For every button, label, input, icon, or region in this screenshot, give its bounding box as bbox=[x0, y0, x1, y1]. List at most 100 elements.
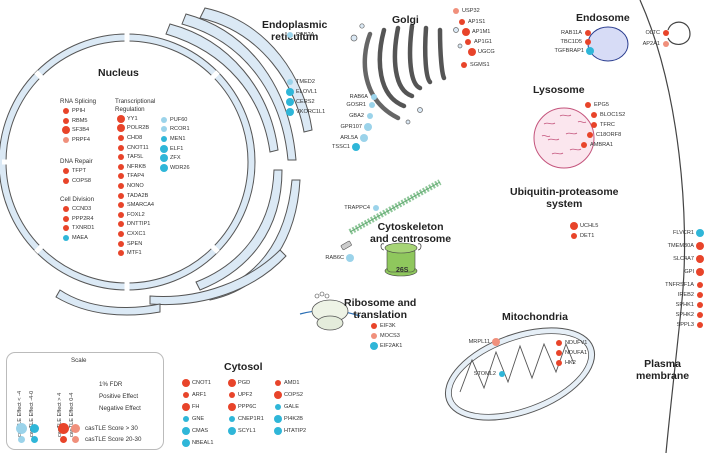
gene-dot bbox=[462, 27, 470, 36]
gene-row: FH bbox=[180, 402, 199, 412]
gene-dot bbox=[663, 29, 669, 36]
proteasome-label: 26S bbox=[396, 267, 409, 274]
gene-dot bbox=[118, 134, 124, 141]
gene-row: MOCS3 bbox=[368, 331, 400, 341]
gene-row: PPP2R4 bbox=[60, 214, 94, 224]
gene-label: CNOT11 bbox=[127, 144, 149, 151]
gene-label: CHD8 bbox=[127, 134, 143, 141]
gene-dot bbox=[697, 291, 703, 298]
title-ribosome: Ribosome and translation bbox=[344, 297, 417, 321]
gene-dot bbox=[360, 133, 368, 142]
gene-row: SLC4A7 bbox=[673, 254, 706, 264]
gene-row: CCND3 bbox=[60, 205, 94, 215]
gene-dot bbox=[352, 142, 360, 151]
gene-label: SCYL1 bbox=[238, 427, 256, 434]
gene-row: TNFRSF1A bbox=[665, 280, 706, 290]
gene-row: CERS2 bbox=[284, 97, 315, 107]
gene-label: HTATIP2 bbox=[284, 427, 307, 434]
gene-row: RCOR1 bbox=[158, 125, 190, 135]
gene-label: PPP6C bbox=[238, 403, 257, 410]
gene-row: PGD bbox=[226, 378, 250, 388]
gene-dot bbox=[697, 281, 703, 288]
gene-dot bbox=[63, 108, 69, 115]
gene-row: TRAPPC4 bbox=[344, 203, 382, 213]
gene-dot bbox=[492, 337, 500, 346]
gene-dot bbox=[371, 93, 377, 100]
gene-dot bbox=[182, 438, 190, 447]
gene-dot bbox=[117, 114, 125, 123]
title-ups: Ubiquitin-proteasome system bbox=[510, 186, 619, 210]
gene-dot bbox=[346, 253, 354, 262]
gene-dot bbox=[63, 117, 69, 124]
gene-label: OLTC bbox=[645, 29, 660, 36]
title-er-text: Endoplasmic reticulum bbox=[262, 19, 328, 43]
gene-row: TMED2 bbox=[284, 77, 315, 87]
gene-dot bbox=[63, 235, 69, 242]
gene-dot bbox=[118, 192, 124, 199]
gene-row: HK2 bbox=[553, 358, 576, 368]
gene-dot bbox=[160, 154, 168, 163]
legend-title: Scale bbox=[71, 357, 87, 364]
gene-row: NDUFA1 bbox=[553, 348, 587, 358]
gene-row: NDUFV1 bbox=[553, 338, 587, 348]
gene-row: SMARCA4 bbox=[115, 200, 155, 210]
gene-label: WDR26 bbox=[170, 164, 190, 171]
gene-label: HK2 bbox=[565, 359, 576, 366]
gene-label: MOCS3 bbox=[380, 332, 400, 339]
gene-dot bbox=[183, 415, 189, 422]
legend-swatch-neg-strong bbox=[16, 423, 27, 434]
gene-row: WDR26 bbox=[158, 163, 190, 173]
gene-label: NDUFA1 bbox=[565, 349, 588, 356]
gene-label: FH bbox=[192, 403, 200, 410]
gene-dot bbox=[696, 254, 704, 263]
gene-row: NBEAL1 bbox=[180, 438, 213, 448]
gene-row: ARF1 bbox=[180, 390, 206, 400]
gene-dot bbox=[287, 31, 293, 38]
gene-label: GNE bbox=[192, 415, 205, 422]
gene-label: CCND3 bbox=[72, 206, 92, 213]
legend-score-high: casTLE Score > 30 bbox=[85, 425, 138, 432]
gene-dot bbox=[229, 415, 235, 422]
gene-label: CNEP1R1 bbox=[238, 415, 264, 422]
gene-label: SLC4A7 bbox=[673, 255, 694, 262]
gene-label: GPI bbox=[684, 268, 694, 275]
plasma-membrane bbox=[639, 0, 686, 453]
gene-label: SF3B4 bbox=[72, 127, 90, 134]
gene-dot bbox=[274, 414, 282, 423]
gene-row: ELF1 bbox=[158, 144, 190, 154]
gene-dot bbox=[364, 122, 372, 131]
gene-label: DET1 bbox=[580, 232, 595, 239]
gene-row: FOXL2 bbox=[115, 210, 155, 220]
gene-label: NFRKB bbox=[127, 163, 146, 170]
gene-label: PUF60 bbox=[170, 116, 188, 123]
gene-dot bbox=[118, 144, 124, 151]
gene-row: EIF2AK1 bbox=[368, 341, 402, 351]
group-title: DNA Repair bbox=[60, 158, 93, 165]
gene-dot bbox=[586, 46, 594, 55]
gene-dot bbox=[556, 359, 562, 366]
gene-dot bbox=[453, 7, 459, 14]
gene-dot bbox=[274, 390, 282, 399]
centrosome bbox=[340, 240, 352, 251]
gene-label: BLOC1S2 bbox=[600, 111, 626, 118]
gene-row: PUF60 bbox=[158, 115, 190, 125]
gene-dot bbox=[461, 61, 467, 68]
gene-label: ARF1 bbox=[192, 391, 207, 398]
gene-label: AMBRA1 bbox=[590, 141, 614, 148]
gene-row: MAEA bbox=[60, 233, 94, 243]
gene-dot bbox=[585, 101, 591, 108]
gene-dot bbox=[367, 112, 373, 119]
gene-dot bbox=[182, 378, 190, 387]
gene-label: COPS2 bbox=[284, 391, 303, 398]
gene-label: NDUFV1 bbox=[565, 339, 588, 346]
gene-dot bbox=[373, 204, 379, 211]
gene-dot bbox=[286, 107, 294, 116]
gene-label: STOML2 bbox=[473, 370, 496, 377]
gene-label: UGCG bbox=[478, 48, 495, 55]
gene-label: MEN1 bbox=[170, 135, 186, 142]
title-golgi: Golgi bbox=[392, 14, 419, 26]
gene-label: POLR2B bbox=[127, 125, 150, 132]
gene-label: MAEA bbox=[72, 235, 88, 242]
gene-dot bbox=[182, 426, 190, 435]
